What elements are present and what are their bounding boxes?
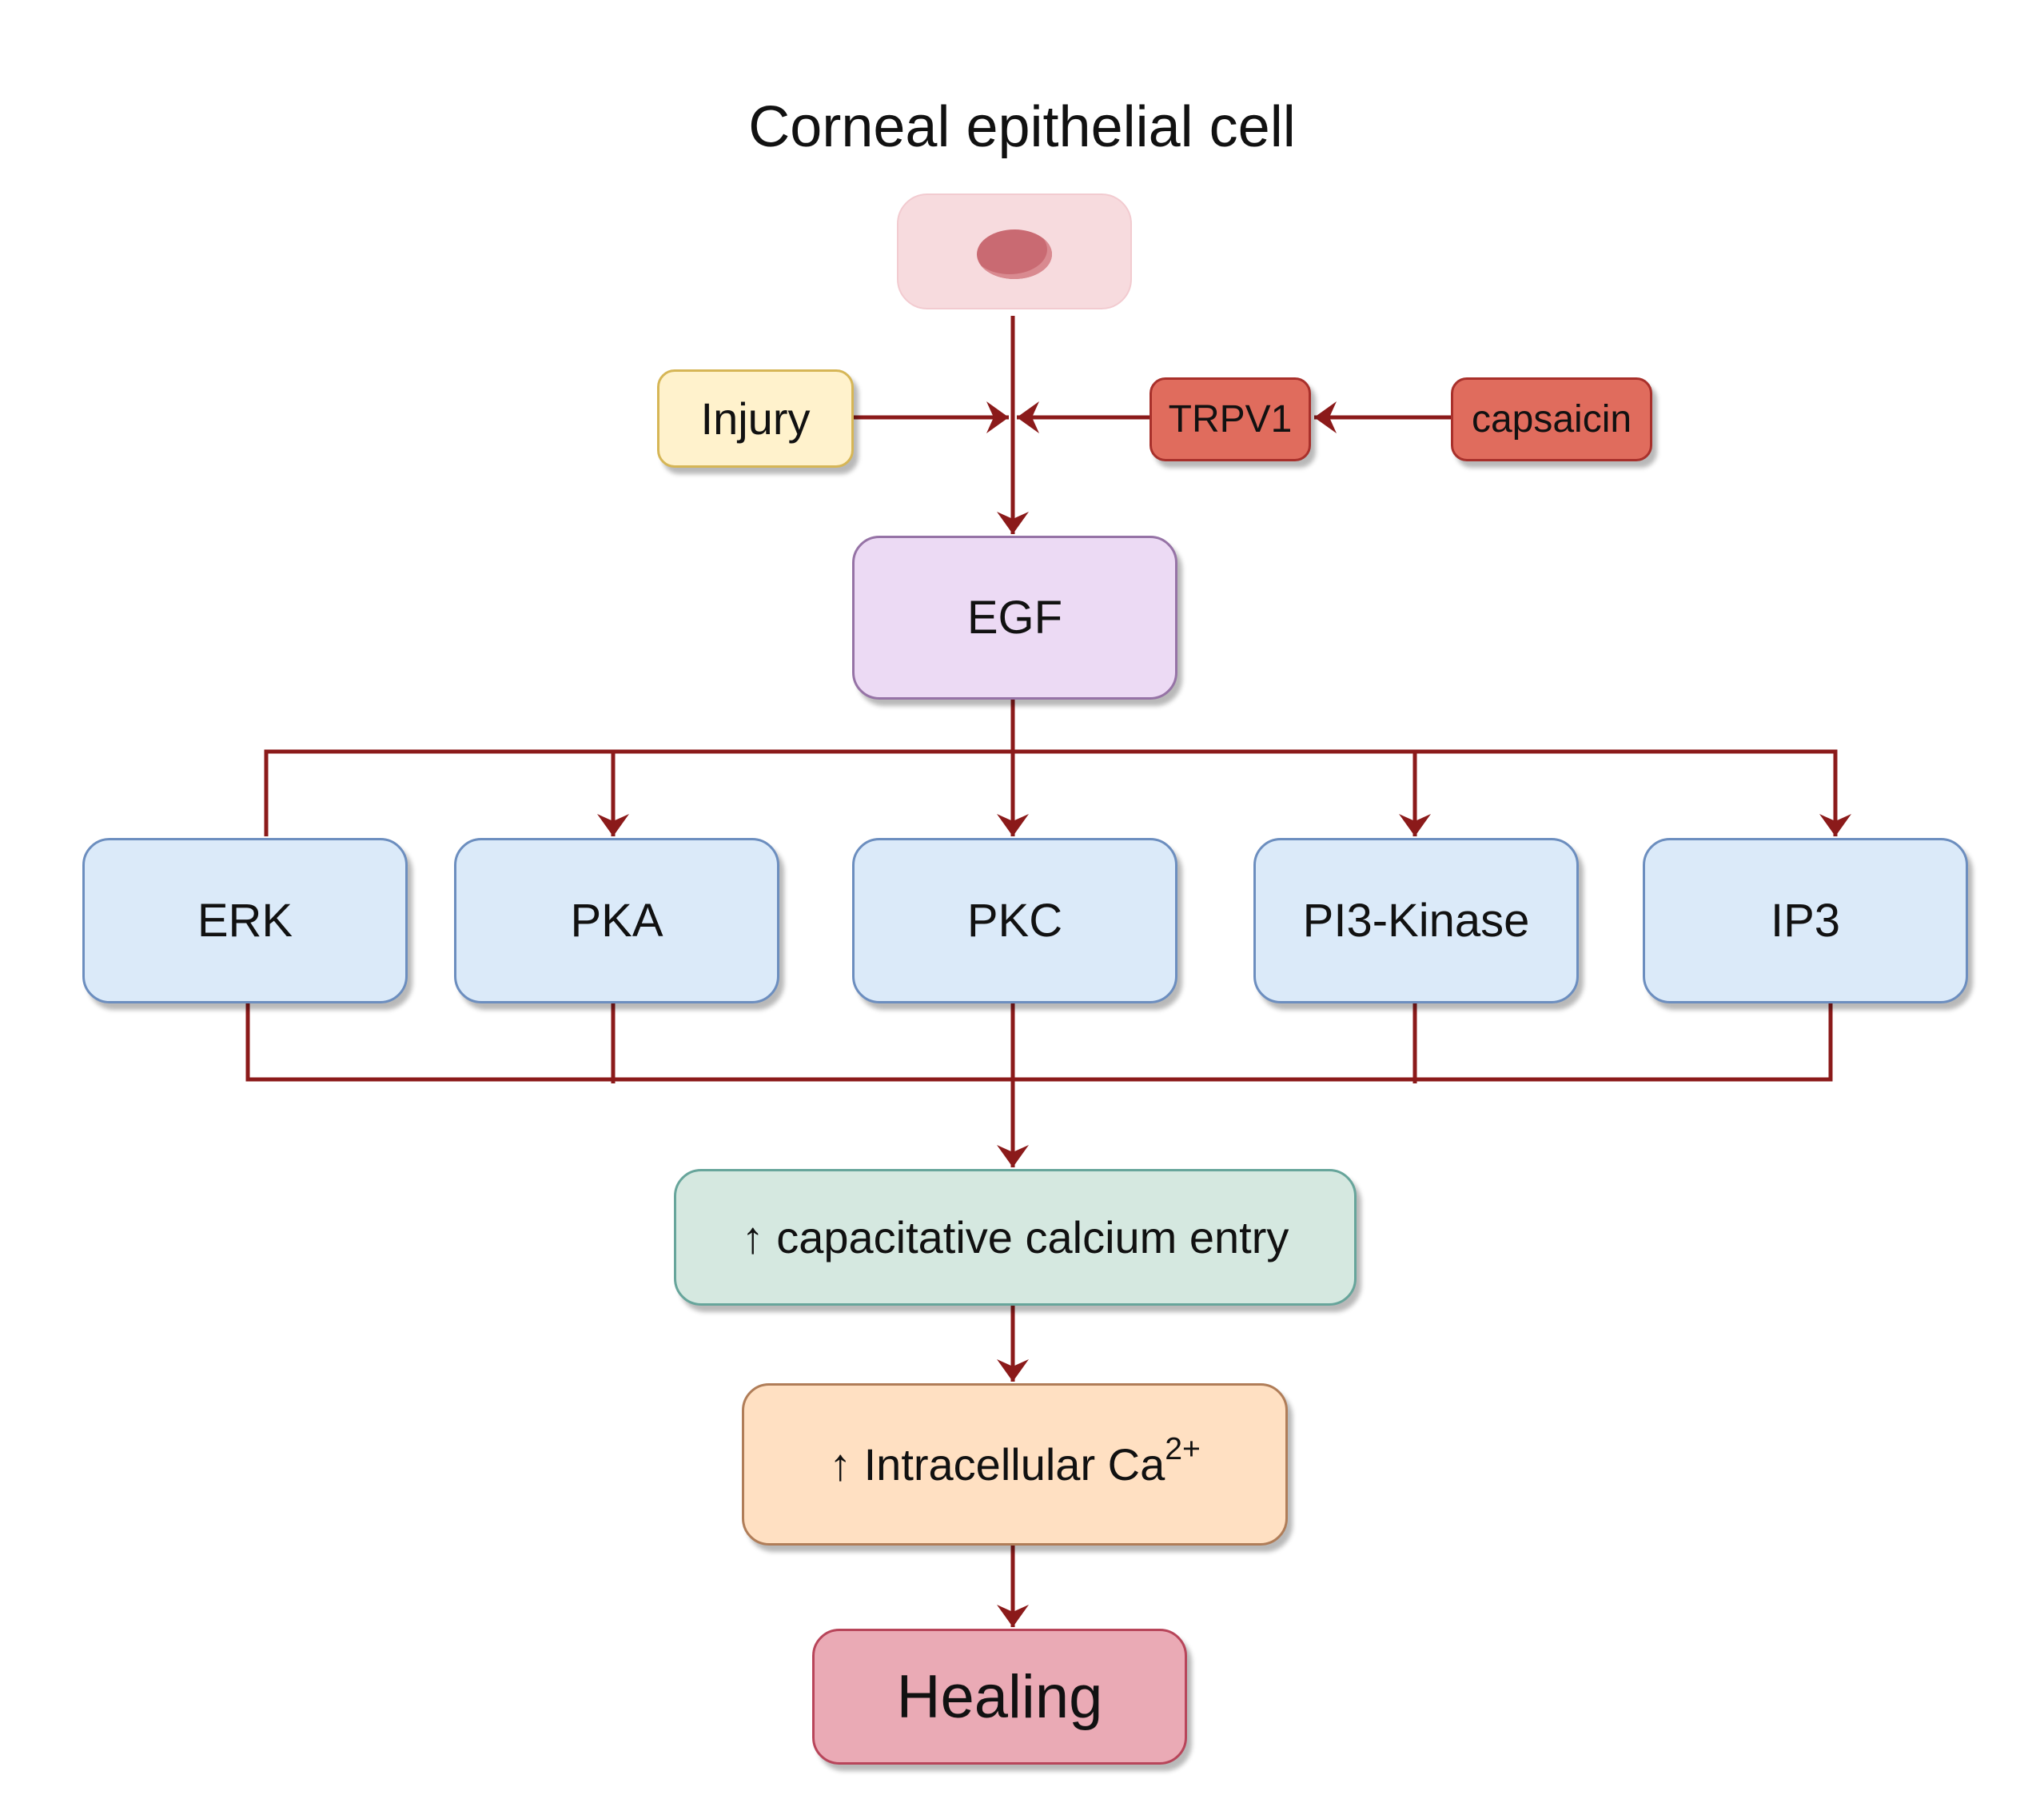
node-egf-label: EGF — [966, 592, 1063, 644]
node-trpv1: TRPV1 — [1150, 377, 1311, 461]
node-pi3-kinase: PI3-Kinase — [1253, 838, 1579, 1003]
up-arrow-icon: ↑ — [829, 1439, 852, 1490]
node-pka-label: PKA — [570, 895, 663, 947]
node-intracellular-label: Intracellular Ca — [863, 1439, 1165, 1490]
node-pkc: PKC — [852, 838, 1177, 1003]
node-healing-label: Healing — [896, 1662, 1103, 1731]
edge-branch-bar — [264, 749, 1851, 836]
node-trpv1-label: TRPV1 — [1168, 398, 1293, 441]
node-intracellular-calcium: ↑ Intracellular Ca2+ — [742, 1383, 1288, 1546]
node-erk-label: ERK — [197, 895, 293, 947]
corneal-epithelial-cell-icon — [897, 193, 1132, 309]
node-pka: PKA — [454, 838, 779, 1003]
node-ip3-label: IP3 — [1770, 895, 1841, 947]
up-arrow-icon: ↑ — [741, 1212, 764, 1262]
charge-superscript: 2+ — [1165, 1432, 1201, 1467]
node-healing: Healing — [812, 1629, 1187, 1765]
node-ip3: IP3 — [1643, 838, 1968, 1003]
diagram-title: Corneal epithelial cell — [748, 95, 1296, 159]
node-capsaicin: capsaicin — [1451, 377, 1652, 461]
node-erk: ERK — [82, 838, 408, 1003]
node-pi3-kinase-label: PI3-Kinase — [1302, 895, 1530, 947]
edge-collector-bar — [245, 995, 1833, 1082]
node-capsaicin-label: capsaicin — [1471, 398, 1632, 441]
node-egf: EGF — [852, 536, 1177, 700]
node-calcium-entry-label: capacitative calcium entry — [776, 1212, 1289, 1262]
cell-nucleus-icon — [977, 229, 1052, 279]
node-capacitative-calcium-entry: ↑ capacitative calcium entry — [674, 1169, 1357, 1306]
node-injury: Injury — [657, 369, 854, 468]
node-pkc-label: PKC — [966, 895, 1063, 947]
node-injury-label: Injury — [700, 393, 811, 444]
